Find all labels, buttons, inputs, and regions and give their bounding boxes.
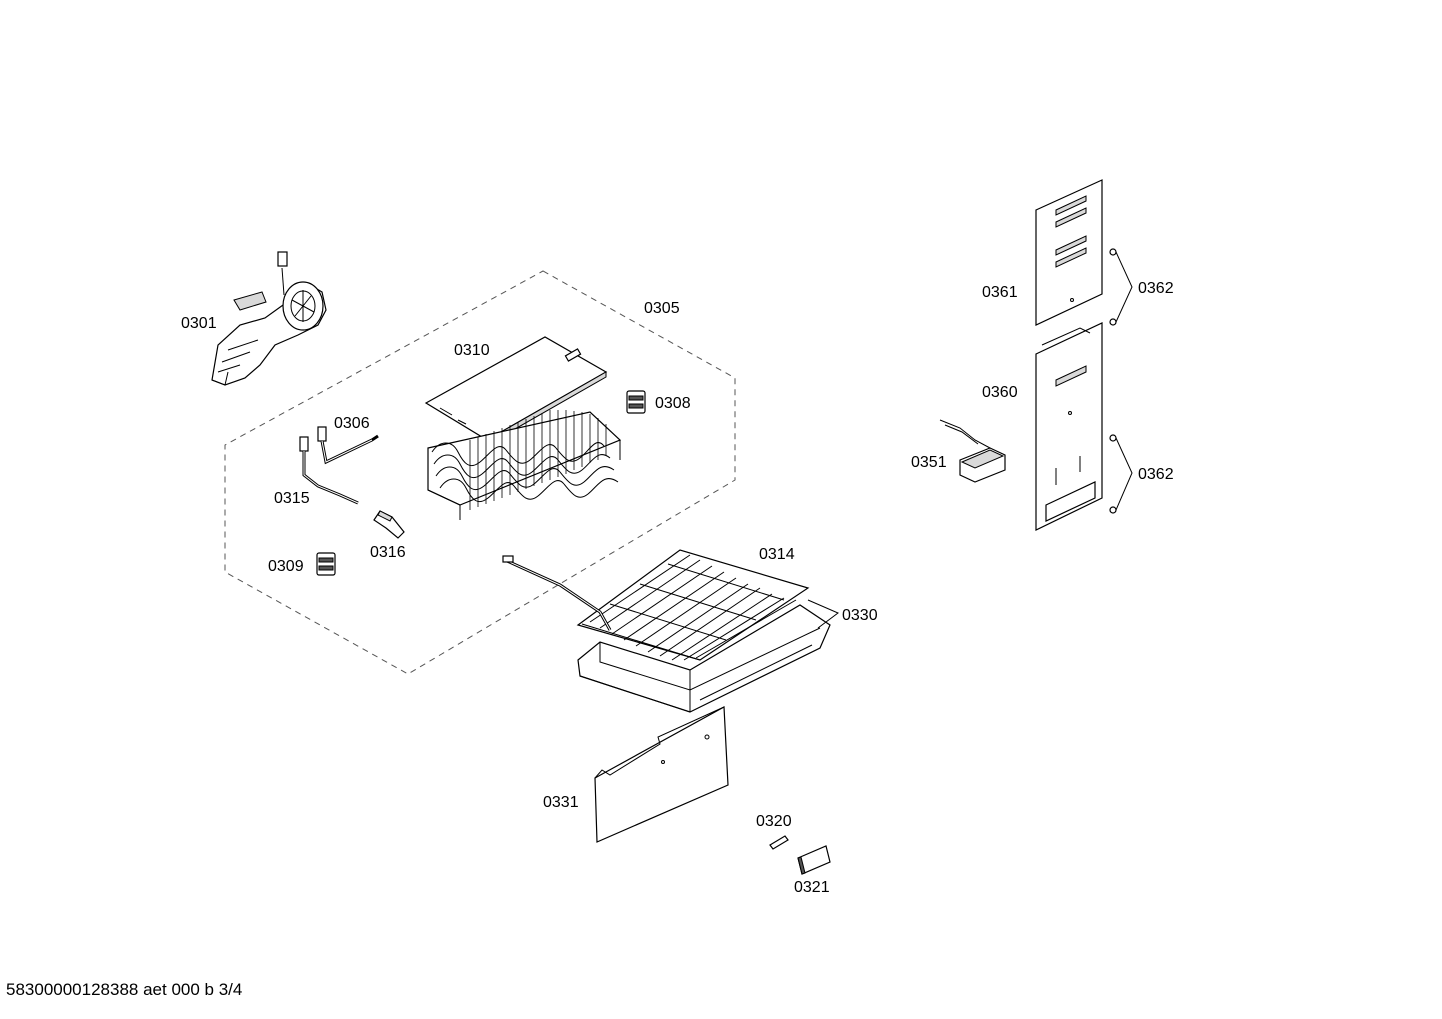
label-0309: 0309 [268, 558, 304, 575]
label-0315: 0315 [274, 490, 310, 507]
part-0360-lower-panel[interactable] [1035, 322, 1103, 531]
part-0316-holder[interactable] [373, 510, 405, 539]
part-0362-screws-lower[interactable] [1109, 434, 1117, 514]
label-0351: 0351 [911, 454, 947, 471]
label-0310: 0310 [454, 342, 490, 359]
label-0314: 0314 [759, 546, 795, 563]
part-0351-switch[interactable] [939, 419, 1006, 483]
part-0310-cover-plate[interactable] [424, 336, 608, 446]
document-id: 58300000128388 aet 000 b 3/4 [6, 980, 243, 999]
label-0360: 0360 [982, 384, 1018, 401]
label-0321: 0321 [794, 879, 830, 896]
assembly-0305-outline [224, 270, 736, 675]
part-0315-sensor[interactable] [299, 436, 359, 505]
label-0361: 0361 [982, 284, 1018, 301]
part-0308-clip[interactable] [626, 390, 646, 414]
label-0362-lower: 0362 [1138, 466, 1174, 483]
part-0301-fan-housing[interactable] [211, 251, 327, 386]
label-0308: 0308 [655, 395, 691, 412]
part-0362-screws-upper[interactable] [1109, 248, 1117, 326]
label-0320: 0320 [756, 813, 792, 830]
part-0320-pin[interactable] [769, 835, 789, 850]
label-0301: 0301 [181, 315, 217, 332]
part-0310-evaporator-coil[interactable] [427, 410, 622, 520]
part-0314-heater[interactable] [502, 549, 810, 661]
label-0306: 0306 [334, 415, 370, 432]
part-0331-panel[interactable] [594, 706, 729, 843]
label-0330: 0330 [842, 607, 878, 624]
leader-lines [807, 251, 1133, 629]
part-0306-sensor[interactable] [317, 426, 379, 465]
part-0309-clip[interactable] [316, 552, 336, 576]
label-0316: 0316 [370, 544, 406, 561]
part-0330-tray[interactable] [577, 604, 831, 713]
part-0361-upper-panel[interactable] [1035, 179, 1103, 326]
label-0362-upper: 0362 [1138, 280, 1174, 297]
label-0305: 0305 [644, 300, 680, 317]
label-0331: 0331 [543, 794, 579, 811]
part-0321-cap[interactable] [797, 845, 831, 875]
